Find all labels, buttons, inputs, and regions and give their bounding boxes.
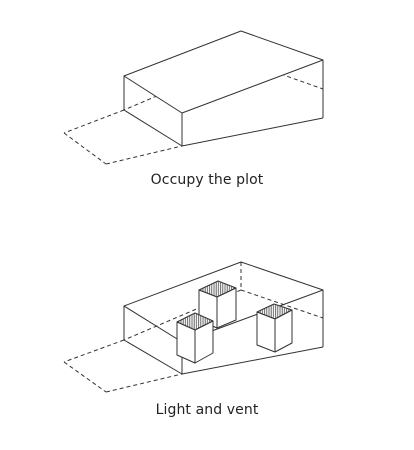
diagram-occupy-plot xyxy=(63,30,324,165)
caption-occupy-plot: Occupy the plot xyxy=(150,172,264,188)
diagram-light-vent xyxy=(63,261,324,393)
light-well-2 xyxy=(176,312,214,364)
massing-box xyxy=(123,261,324,375)
plot-outline xyxy=(63,339,183,393)
massing-box xyxy=(123,30,324,147)
caption-light-vent: Light and vent xyxy=(155,402,259,418)
light-well-3 xyxy=(256,303,293,353)
plot-outline xyxy=(63,109,183,165)
